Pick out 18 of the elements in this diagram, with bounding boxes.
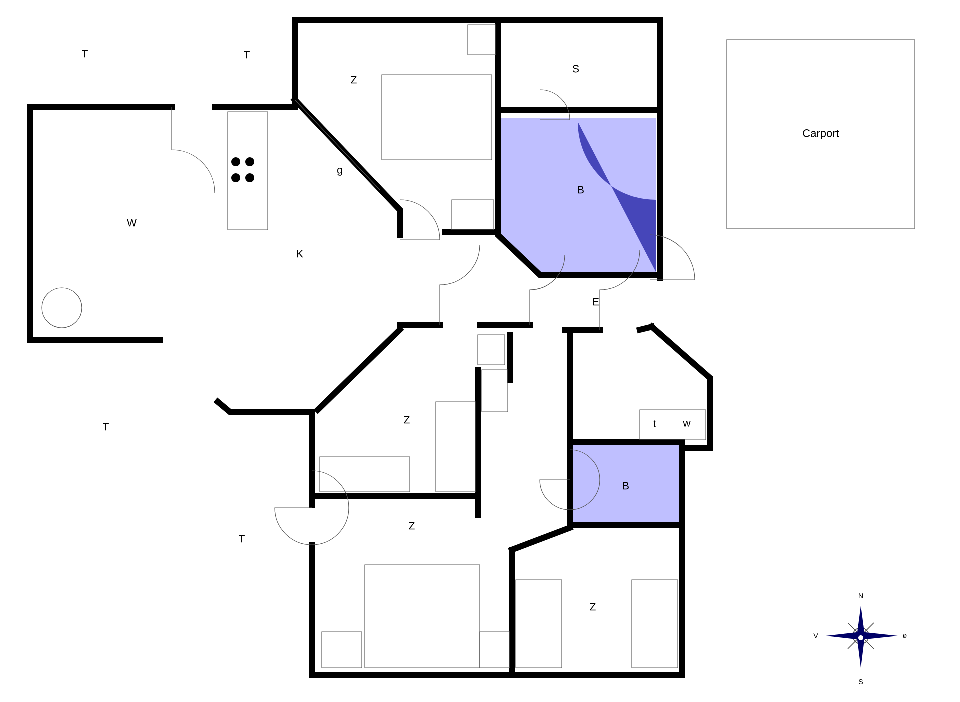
room-label: T bbox=[244, 51, 250, 59]
room-label: B bbox=[623, 482, 629, 490]
room-label: Z bbox=[409, 522, 415, 530]
room-label: S bbox=[572, 65, 580, 73]
room-label: W bbox=[127, 219, 137, 227]
room-label: Z bbox=[590, 603, 596, 611]
room-label: E bbox=[593, 298, 600, 306]
room-label: T bbox=[103, 423, 109, 431]
room-label: t bbox=[654, 420, 656, 428]
room-label: T bbox=[82, 50, 88, 58]
room-label: K bbox=[297, 250, 304, 258]
room-label: w bbox=[683, 421, 691, 427]
room-label: T bbox=[239, 535, 245, 543]
room-label: g bbox=[338, 168, 342, 176]
room-label: Z bbox=[404, 416, 410, 424]
room-label: Z bbox=[351, 76, 357, 84]
room-label: B bbox=[578, 186, 584, 194]
carport-box: Carport bbox=[726, 40, 916, 230]
